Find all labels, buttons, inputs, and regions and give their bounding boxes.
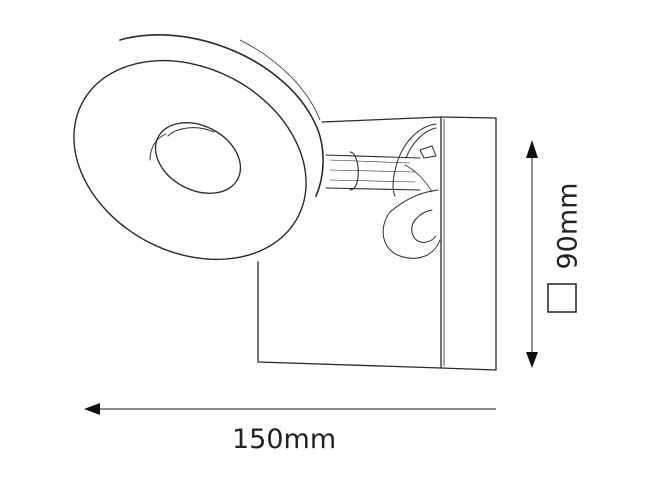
lamp-arm	[325, 151, 433, 193]
width-label: 150mm	[232, 424, 337, 455]
base-plate	[257, 116, 497, 371]
height-dimension	[526, 140, 538, 368]
height-label: 90mm	[552, 182, 584, 270]
width-dimension	[84, 403, 496, 415]
square-symbol-icon	[547, 283, 577, 313]
ring-head	[73, 34, 324, 261]
